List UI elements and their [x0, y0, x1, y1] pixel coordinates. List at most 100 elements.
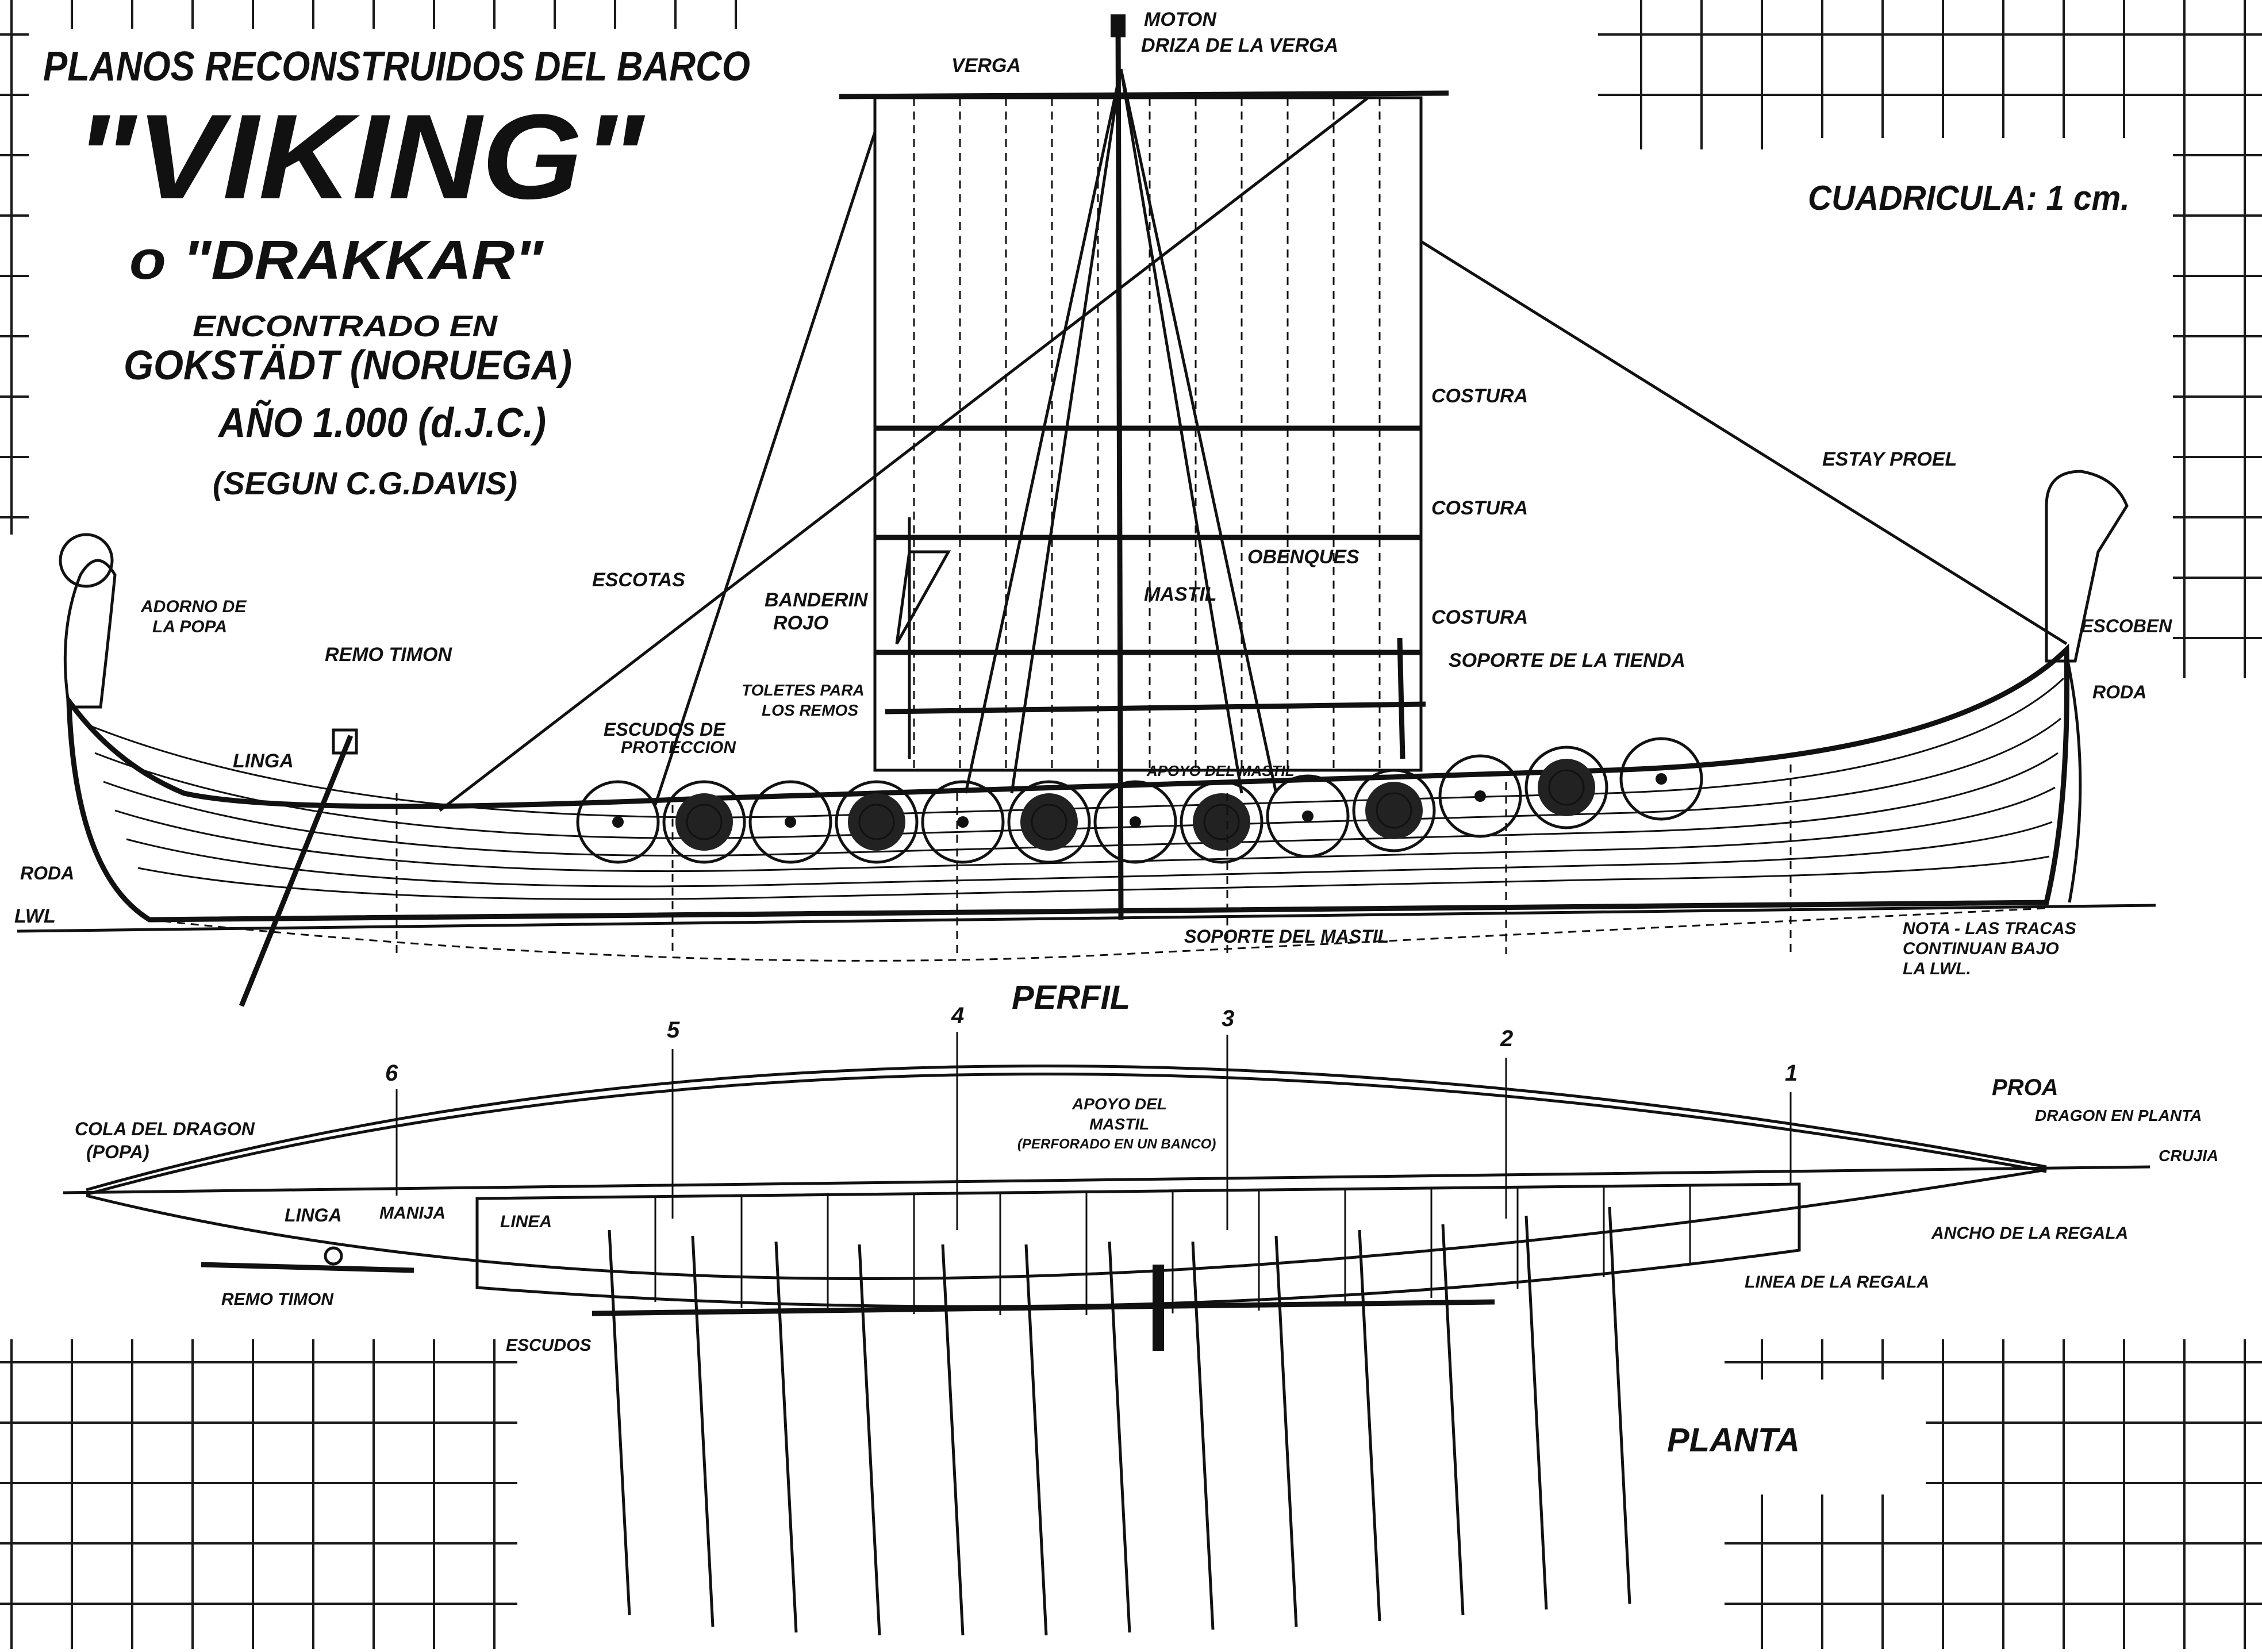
label-linea: LINEA [500, 1212, 552, 1231]
title-year: AÑO 1.000 (d.J.C.) [217, 399, 546, 446]
label-cola-1: COLA DEL DRAGON [75, 1119, 255, 1139]
label-costura-1: COSTURA [1431, 385, 1528, 407]
tent-post [1397, 637, 1405, 759]
label-mastil: MASTIL [1144, 583, 1217, 605]
sail [873, 96, 1423, 772]
label-soporte-mastil: SOPORTE DEL MASTIL [1184, 926, 1389, 947]
label-roda-stern: RODA [20, 863, 74, 883]
label-verga: VERGA [951, 55, 1021, 76]
red-pennant [895, 550, 951, 645]
label-nota-3: LA LWL. [1903, 959, 1971, 978]
centre-line [63, 1165, 2150, 1194]
shield [1352, 769, 1436, 852]
label-nota-1: NOTA - LAS TRACAS [1903, 919, 2076, 938]
plan-labels: COLA DEL DRAGON (POPA) APOYO DEL MASTIL … [75, 1075, 2218, 1459]
steering-oar [239, 735, 354, 1007]
label-roda-bow: RODA [2092, 682, 2146, 702]
label-apoyo-mastil: APOYO DEL MASTIL [1146, 762, 1295, 779]
label-cola-2: (POPA) [86, 1142, 149, 1162]
shield [1180, 780, 1264, 864]
label-escoben: ESCOBEN [2081, 616, 2172, 636]
waterline [17, 904, 2156, 933]
shield [835, 780, 919, 864]
forestay [1420, 240, 2068, 646]
gunwale-line [86, 1168, 2047, 1280]
title-found: ENCONTRADO EN [193, 310, 498, 343]
shield [576, 780, 660, 864]
shield [1093, 780, 1177, 864]
title-block: PLANOS RECONSTRUIDOS DEL BARCO "VIKING" … [43, 44, 750, 501]
sheets [439, 97, 1369, 812]
deck-benches [654, 1185, 1691, 1315]
label-obenques: OBENQUES [1247, 546, 1359, 568]
view-title-plan: PLANTA [1667, 1422, 1800, 1459]
yard [839, 90, 1449, 99]
linga-ring [324, 1246, 343, 1266]
label-escudos-2: PROTECCION [621, 738, 736, 757]
label-costura-3: COSTURA [1431, 606, 1528, 628]
mast-block [1111, 14, 1126, 37]
shield-rail [592, 1299, 1495, 1316]
label-escudos-1: ESCUDOS DE [604, 719, 726, 740]
label-linga: LINGA [233, 750, 294, 772]
label-escudos-plan: ESCUDOS [506, 1336, 591, 1355]
station-1: 1 [1785, 1061, 1798, 1086]
mast-step [1153, 1265, 1164, 1351]
label-remo-timon: REMO TIMON [325, 644, 452, 666]
dragon-head [2045, 470, 2129, 663]
label-banderin-1: BANDERIN [765, 589, 869, 611]
profile-view: MOTON DRIZA DE LA VERGA VERGA COSTURA CO… [14, 9, 2172, 1016]
shield [748, 780, 832, 864]
profile-labels: MOTON DRIZA DE LA VERGA VERGA COSTURA CO… [14, 9, 2172, 1016]
shield [1266, 774, 1350, 858]
label-toletes-1: TOLETES PARA [742, 681, 865, 699]
label-escotas: ESCOTAS [592, 569, 685, 591]
station-2: 2 [1500, 1026, 1513, 1051]
plan-steering-oar [201, 1262, 414, 1273]
shield [662, 780, 746, 864]
view-title-profile: PERFIL [1012, 979, 1130, 1016]
plan-station-numbers: 6 5 4 3 2 1 [385, 1003, 1798, 1086]
shield [1524, 746, 1608, 829]
label-apoyo-3: (PERFORADO EN UN BANCO) [1017, 1136, 1216, 1152]
label-proa: PROA [1992, 1075, 2059, 1100]
label-driza: DRIZA DE LA VERGA [1141, 34, 1338, 56]
label-ancho-regala: ANCHO DE LA REGALA [1931, 1224, 2128, 1243]
label-costura-2: COSTURA [1431, 497, 1528, 519]
steering-oar-handle [332, 728, 358, 755]
label-apoyo-2: MASTIL [1089, 1115, 1149, 1133]
label-remo-timon-plan: REMO TIMON [221, 1290, 334, 1309]
station-4: 4 [951, 1003, 964, 1028]
label-apoyo-1: APOYO DEL [1072, 1095, 1167, 1113]
shield [1438, 754, 1522, 838]
title-line1: PLANOS RECONSTRUIDOS DEL BARCO [43, 44, 750, 90]
hull [66, 643, 2070, 923]
title-ship-name: "VIKING" [75, 89, 646, 224]
label-linga-plan: LINGA [285, 1205, 342, 1225]
stern-curl [59, 533, 114, 588]
station-5: 5 [667, 1017, 680, 1043]
label-toletes-2: LOS REMOS [762, 701, 858, 719]
stem-post [2065, 655, 2082, 903]
hull-strakes [86, 677, 2065, 900]
tent-support [885, 701, 1426, 714]
shield [921, 780, 1005, 864]
sail-seams [875, 425, 1421, 655]
label-linea-regala: LINEA DE LA REGALA [1745, 1273, 1929, 1292]
station-3: 3 [1222, 1006, 1234, 1031]
title-alt-name: o "DRAKKAR" [129, 229, 544, 291]
shields [576, 737, 1703, 864]
shrouds [964, 68, 1278, 794]
stern-ornament [63, 559, 117, 709]
label-estay: ESTAY PROEL [1822, 448, 1957, 470]
underwater-hull [149, 907, 2047, 962]
profile-station-lines [395, 764, 1792, 954]
label-dragon-planta: DRAGON EN PLANTA [2035, 1107, 2202, 1124]
title-source: (SEGUN C.G.DAVIS) [213, 465, 517, 501]
scale-note: CUADRICULA: 1 cm. [1808, 179, 2130, 217]
label-soporte-tienda: SOPORTE DE LA TIENDA [1449, 650, 1685, 671]
mast [1115, 17, 1124, 920]
half-breadth-curve-inner [86, 1072, 2047, 1196]
label-banderin-2: ROJO [773, 612, 828, 634]
